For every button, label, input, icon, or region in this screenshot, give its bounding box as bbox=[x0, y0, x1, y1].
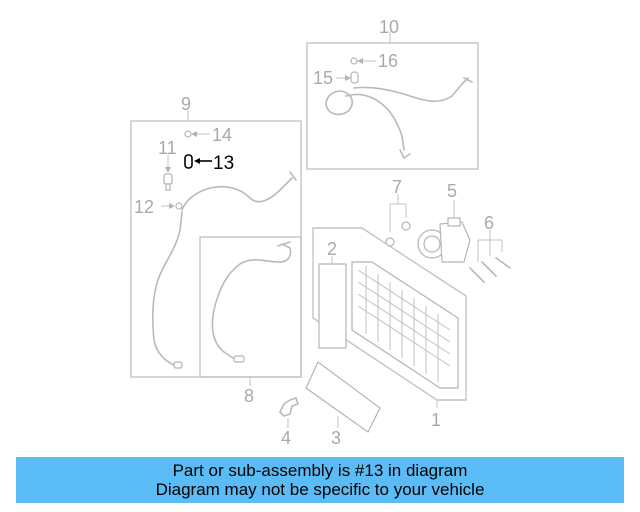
part-4-bracket bbox=[279, 397, 299, 428]
hose-assembly-8 bbox=[211, 241, 292, 363]
callout-12: 12 bbox=[134, 197, 154, 217]
part-3-seal bbox=[305, 361, 381, 433]
callout-13: 13 bbox=[213, 153, 234, 174]
callout-15: 15 bbox=[313, 68, 333, 88]
banner-line-part-number: Part or sub-assembly is #13 in diagram bbox=[172, 461, 468, 480]
callout-8: 8 bbox=[244, 386, 254, 406]
part-7-bolts bbox=[385, 194, 411, 247]
callout-6: 6 bbox=[484, 213, 494, 233]
callout-16: 16 bbox=[378, 51, 398, 71]
part-11-sensor bbox=[163, 155, 173, 191]
callout-1: 1 bbox=[431, 410, 441, 430]
group-box-10 bbox=[306, 32, 479, 170]
part-15-valve bbox=[336, 71, 359, 84]
group-box-9 bbox=[130, 110, 302, 378]
callout-9: 9 bbox=[181, 94, 191, 114]
callout-10: 10 bbox=[379, 17, 399, 37]
condenser-core bbox=[351, 261, 459, 389]
part-14-cap bbox=[184, 130, 210, 138]
part-2-drier bbox=[318, 256, 347, 349]
part-13-highlighted bbox=[184, 154, 212, 169]
callout-3: 3 bbox=[331, 428, 341, 448]
hose-assembly-10 bbox=[325, 77, 473, 159]
callout-4: 4 bbox=[281, 428, 291, 448]
info-banner: Part or sub-assembly is #13 in diagram D… bbox=[16, 457, 624, 503]
callout-14: 14 bbox=[212, 125, 232, 145]
group-box-8 bbox=[199, 236, 302, 386]
condenser-box-1 bbox=[312, 227, 467, 408]
callout-7: 7 bbox=[392, 177, 402, 197]
callout-11: 11 bbox=[158, 138, 177, 158]
part-12-oring bbox=[161, 202, 183, 210]
callout-2: 2 bbox=[327, 239, 337, 259]
hose-assembly-9 bbox=[152, 171, 297, 369]
banner-line-disclaimer: Diagram may not be specific to your vehi… bbox=[155, 480, 485, 499]
part-16-cap bbox=[350, 57, 376, 65]
part-5-compressor bbox=[417, 200, 471, 263]
callout-5: 5 bbox=[447, 181, 457, 201]
part-6-bolts bbox=[469, 230, 511, 283]
